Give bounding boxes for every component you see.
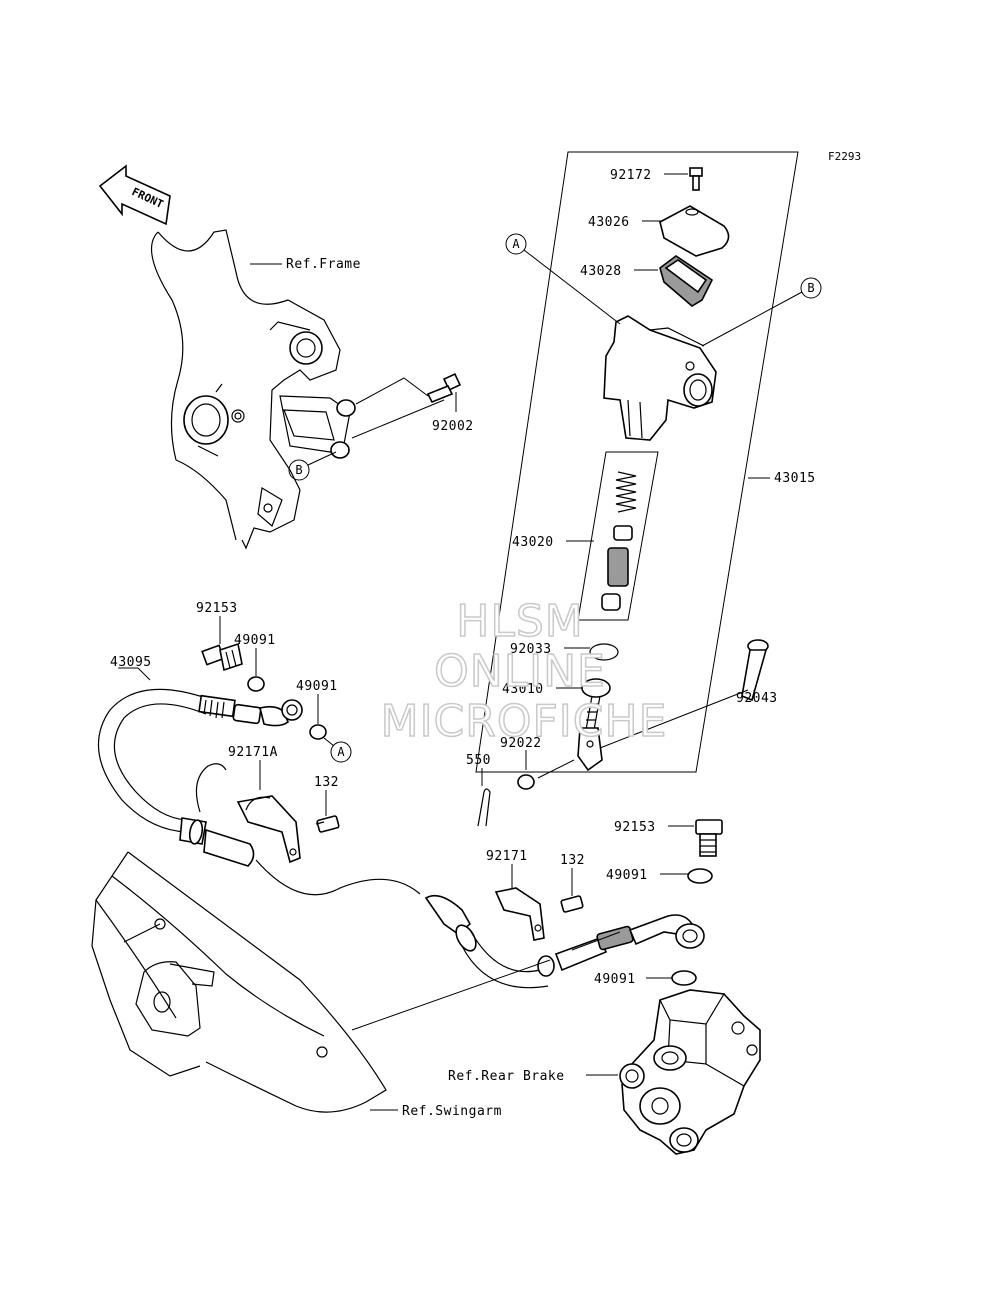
kit-boundary-43020 <box>577 451 659 621</box>
part-label-43095: 43095 <box>110 655 152 670</box>
swingarm-outline <box>91 851 387 1113</box>
svg-text:A: A <box>512 237 520 251</box>
spring-43020 <box>615 471 637 513</box>
cotter-pin-550 <box>477 788 491 827</box>
frame-outline <box>150 229 356 550</box>
part-label-43015: 43015 <box>774 471 816 486</box>
svg-text:B: B <box>295 463 302 477</box>
washer-49091-c <box>687 868 713 884</box>
bolt-92002 <box>426 372 462 404</box>
ref-label-frame: Ref.Frame <box>286 257 361 272</box>
part-label-92043: 92043 <box>736 691 778 706</box>
callout-b-top: B <box>800 277 822 299</box>
bolt-132-left <box>315 815 340 833</box>
assembly-boundary-43015 <box>475 151 799 773</box>
part-label-49091-d: 49091 <box>594 972 636 987</box>
svg-text:ONLINE: ONLINE <box>434 646 606 697</box>
washer-92022 <box>517 774 535 790</box>
brake-hose-43095 <box>97 688 303 867</box>
diaphragm-43028 <box>659 255 714 307</box>
part-label-92172: 92172 <box>610 168 652 183</box>
pin-92043 <box>741 639 769 702</box>
screw-92172 <box>689 167 703 191</box>
part-label-92153-bottom: 92153 <box>614 820 656 835</box>
hose-routing <box>255 859 421 896</box>
callout-a-left: A <box>330 741 352 763</box>
part-label-92022: 92022 <box>500 736 542 751</box>
washer-49091-a <box>247 676 265 692</box>
part-label-132-left: 132 <box>314 775 339 790</box>
callout-b-left: B <box>288 459 310 481</box>
clamp-92171 <box>494 887 545 941</box>
piston-43020 <box>601 525 633 611</box>
master-cylinder-body <box>603 315 717 441</box>
svg-text:HLSM: HLSM <box>456 596 584 647</box>
part-label-43010: 43010 <box>502 682 544 697</box>
diagram-code: F2293 <box>828 150 861 163</box>
part-label-92171A: 92171A <box>228 745 278 760</box>
reservoir-cap-43026 <box>659 205 730 257</box>
part-label-92171: 92171 <box>486 849 528 864</box>
part-label-132-right: 132 <box>560 853 585 868</box>
bolt-132-right <box>560 895 584 913</box>
part-label-49091-a: 49091 <box>234 633 276 648</box>
banjo-bolt-92153-bottom <box>695 819 723 857</box>
part-label-49091-b: 49091 <box>296 679 338 694</box>
part-label-92153-top: 92153 <box>196 601 238 616</box>
svg-text:A: A <box>337 745 345 759</box>
ref-label-swingarm: Ref.Swingarm <box>402 1104 502 1119</box>
part-label-43028: 43028 <box>580 264 622 279</box>
part-label-49091-c: 49091 <box>606 868 648 883</box>
lower-hose <box>424 894 705 989</box>
part-label-550: 550 <box>466 753 491 768</box>
callout-a-top: A <box>505 233 527 255</box>
circlip-92033 <box>589 643 619 661</box>
banjo-bolt-92153-top <box>201 642 243 672</box>
watermark: HLSM ONLINE MICROFICHE <box>380 595 668 748</box>
clamp-92171A <box>195 763 301 864</box>
washer-49091-d <box>671 970 697 986</box>
part-label-43026: 43026 <box>588 215 630 230</box>
washer-49091-b <box>309 724 327 740</box>
rear-brake-caliper <box>619 989 761 1155</box>
front-arrow-icon: FRONT <box>98 164 171 226</box>
part-label-92033: 92033 <box>510 642 552 657</box>
part-label-43020: 43020 <box>512 535 554 550</box>
ref-label-rear-brake: Ref.Rear Brake <box>448 1069 565 1084</box>
part-label-92002: 92002 <box>432 419 474 434</box>
svg-text:B: B <box>807 281 814 295</box>
svg-text:MICROFICHE: MICROFICHE <box>381 696 668 747</box>
